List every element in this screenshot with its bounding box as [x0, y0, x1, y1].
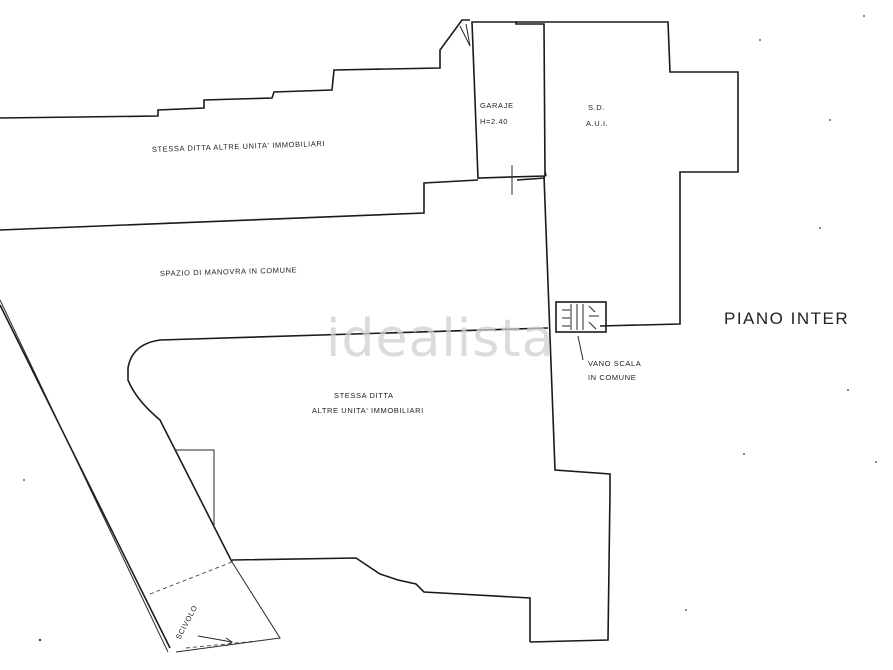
- south-unit-bottom-wall: [231, 557, 531, 642]
- garage-small-mark: [459, 23, 471, 47]
- ramp-label: SCIVOLO: [174, 604, 200, 641]
- sd-block-outline: [516, 21, 739, 327]
- ramp-arrow-icon: [197, 635, 233, 647]
- maneuver-mid-wall: [516, 171, 547, 181]
- sd-sub-label: A.U.I.: [586, 119, 608, 128]
- sd-title-label: S.D.: [588, 103, 605, 112]
- south-unit-label-2: ALTRE UNITA' IMMOBILIARI: [312, 406, 424, 415]
- garage-title-label: GARAJE: [480, 101, 514, 110]
- watermark: idealista: [326, 309, 555, 369]
- maneuver-label: SPAZIO DI MANOVRA IN COMUNE: [160, 265, 298, 278]
- ramp-dashed-boundary: [149, 561, 267, 649]
- south-unit-label-1: STESSA DITTA: [334, 391, 394, 400]
- north-unit-lower-wall: [0, 179, 479, 231]
- south-inner-box: [176, 449, 215, 528]
- garage-height-label: H=2.40: [480, 117, 508, 126]
- ramp-edge: [175, 561, 281, 653]
- maneuver-right-wall: [529, 175, 611, 643]
- garage-outline: [471, 21, 546, 179]
- north-unit-outline: [0, 19, 470, 119]
- south-unit-outline: [127, 327, 549, 563]
- north-unit-label: STESSA DITTA ALTRE UNITA' IMMOBILIARI: [152, 139, 325, 154]
- stair-label-2: IN COMUNE: [588, 373, 636, 382]
- ramp-inner-line: [0, 299, 169, 653]
- scan-specks: [23, 15, 877, 642]
- floor-title: PIANO INTER: [724, 309, 849, 328]
- stair-pointer: [577, 335, 584, 361]
- stair-label-1: VANO SCALA: [588, 359, 641, 368]
- stair-steps-icon: [562, 304, 599, 330]
- ramp-outer-line: [0, 304, 171, 649]
- stair-well: [555, 301, 607, 333]
